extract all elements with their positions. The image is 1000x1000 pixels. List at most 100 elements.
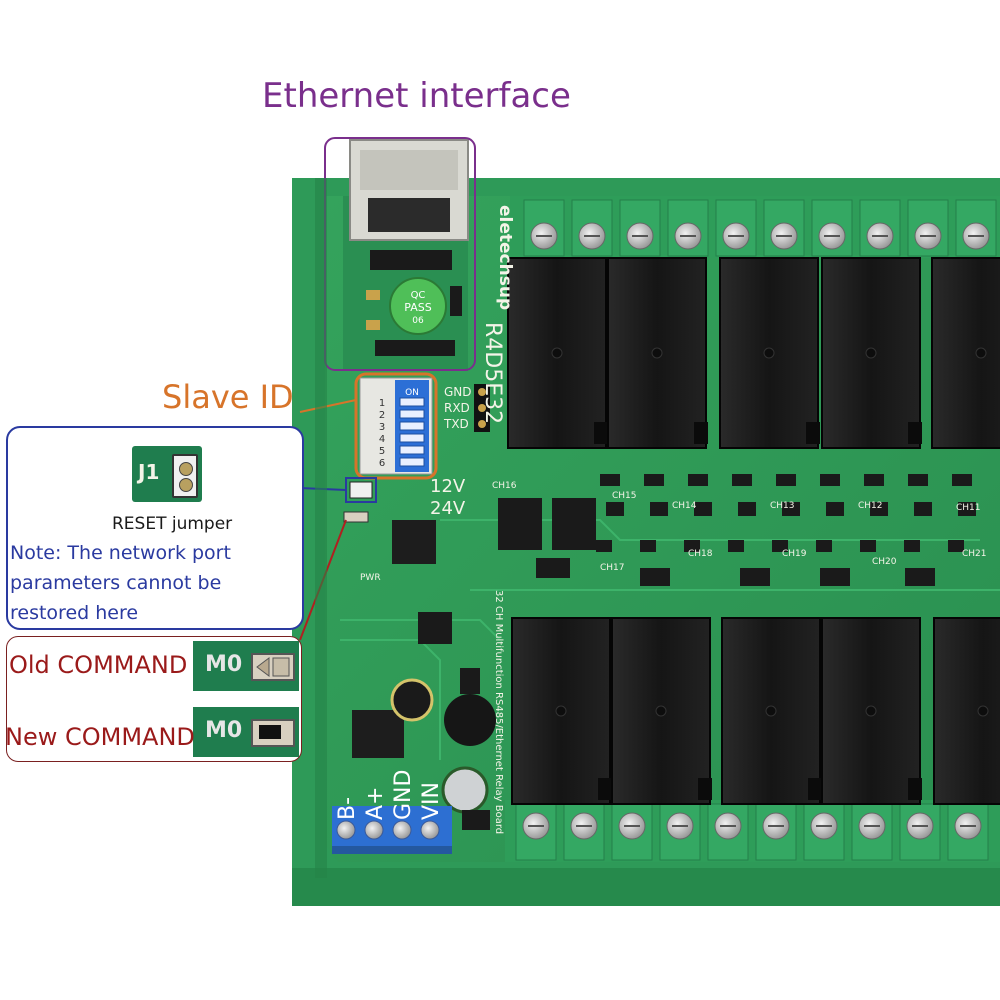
smd-part bbox=[728, 540, 744, 552]
channel-label: CH21 bbox=[962, 549, 987, 559]
command-mode-callout: M0 Old COMMAND M0 New COMMAND bbox=[5, 636, 302, 762]
smd-part bbox=[688, 474, 708, 486]
bottom-relay-row bbox=[511, 617, 1000, 805]
smd-part bbox=[772, 540, 788, 552]
channel-label: CH17 bbox=[600, 563, 625, 573]
bottom-terminal-strip bbox=[505, 800, 1000, 862]
slave-id-leader-line bbox=[299, 399, 357, 413]
relay-dot bbox=[551, 347, 563, 359]
new-command-label: New COMMAND bbox=[5, 723, 195, 751]
smd-part bbox=[820, 474, 840, 486]
power-screw-icon bbox=[364, 820, 384, 840]
smd-part bbox=[826, 502, 844, 516]
top-relay-row bbox=[507, 257, 1000, 449]
model-label: R4D5E32 bbox=[480, 322, 505, 424]
ethernet-module: QC PASS 06 bbox=[343, 139, 469, 371]
channel-label: CH11 bbox=[956, 503, 981, 513]
pass-text: PASS bbox=[404, 301, 431, 314]
bridged-pad-icon bbox=[251, 719, 295, 747]
power-screw-icon bbox=[336, 820, 356, 840]
old-m0-label: M0 bbox=[205, 652, 243, 677]
power-screw-icon bbox=[420, 820, 440, 840]
power-terminal-label: GND bbox=[391, 770, 416, 820]
new-m0-label: M0 bbox=[205, 718, 243, 743]
rxd-pin-label: RXD bbox=[444, 401, 470, 415]
smd-part bbox=[776, 474, 796, 486]
smd-components bbox=[596, 474, 976, 552]
smd-part bbox=[684, 540, 700, 552]
dip-number: 4 bbox=[379, 434, 385, 445]
capacitors bbox=[390, 678, 496, 830]
relay-tab bbox=[698, 778, 712, 800]
dip-number: 2 bbox=[379, 410, 385, 421]
j1-jumper-image: J1 bbox=[132, 446, 202, 502]
dip-on-label: ON bbox=[405, 388, 419, 398]
smd-part bbox=[952, 474, 972, 486]
power-screw-icon bbox=[392, 820, 412, 840]
reset-jumper-callout: J1 RESET jumper Note: The network port p… bbox=[6, 426, 304, 630]
smd-part bbox=[782, 502, 800, 516]
relay-dot bbox=[977, 705, 989, 717]
channel-label: CH12 bbox=[858, 501, 883, 511]
board-description-label: 32 CH Multifunction RS485/Ethernet Relay… bbox=[493, 590, 504, 834]
smd-part bbox=[948, 540, 964, 552]
relay-dot bbox=[865, 347, 877, 359]
voltage-12v-label: 12V bbox=[430, 476, 466, 497]
brand-label: eletechsup bbox=[495, 205, 515, 310]
smd-part bbox=[644, 474, 664, 486]
smd-part bbox=[908, 474, 928, 486]
channel-label: CH13 bbox=[770, 501, 795, 511]
jumper-pins-icon bbox=[172, 454, 198, 498]
board-m0-pad bbox=[343, 511, 369, 523]
relay bbox=[821, 257, 921, 449]
relay bbox=[933, 617, 1000, 805]
old-command-pad-image: M0 bbox=[193, 641, 299, 691]
uart-header: GND RXD TXD bbox=[443, 384, 490, 432]
relay-dot bbox=[975, 347, 987, 359]
board-j1-jumper bbox=[349, 481, 373, 499]
smd-part bbox=[870, 502, 888, 516]
relay-dot bbox=[655, 705, 667, 717]
smd-part bbox=[732, 474, 752, 486]
smd-part bbox=[596, 540, 612, 552]
pwr-label: PWR bbox=[360, 573, 381, 583]
reset-note-text: Note: The network port parameters cannot… bbox=[10, 542, 231, 624]
smd-part bbox=[864, 474, 884, 486]
open-pad-icon bbox=[251, 653, 295, 681]
chips bbox=[352, 498, 935, 758]
slave-id-title: Slave ID bbox=[162, 378, 294, 416]
smd-part bbox=[694, 502, 712, 516]
relay-tab bbox=[598, 778, 612, 800]
relay-dot bbox=[765, 705, 777, 717]
relay bbox=[721, 617, 821, 805]
qc-number-text: 06 bbox=[412, 316, 424, 326]
smd-part bbox=[650, 502, 668, 516]
dip-number: 3 bbox=[379, 422, 385, 433]
ethernet-interface-title: Ethernet interface bbox=[262, 76, 571, 116]
channel-label: CH15 bbox=[612, 491, 637, 501]
channel-label: CH18 bbox=[688, 549, 713, 559]
smd-part bbox=[904, 540, 920, 552]
reset-jumper-caption: RESET jumper bbox=[112, 514, 233, 534]
dip-key bbox=[399, 409, 425, 419]
dip-number: 6 bbox=[379, 458, 385, 469]
relay-tab bbox=[594, 422, 608, 444]
dip-number: 1 bbox=[379, 398, 385, 409]
channel-label: CH14 bbox=[672, 501, 697, 511]
channel-label: CH16 bbox=[492, 481, 517, 491]
power-terminal-label: VIN bbox=[419, 782, 444, 820]
relay-tab bbox=[808, 778, 822, 800]
old-command-label: Old COMMAND bbox=[9, 651, 188, 679]
relay-dot bbox=[763, 347, 775, 359]
power-terminal-label: A+ bbox=[363, 787, 388, 820]
relay-dot bbox=[865, 705, 877, 717]
smd-part bbox=[816, 540, 832, 552]
relay-tab bbox=[908, 778, 922, 800]
dip-number: 5 bbox=[379, 446, 385, 457]
dip-key bbox=[399, 421, 425, 431]
smd-part bbox=[600, 474, 620, 486]
